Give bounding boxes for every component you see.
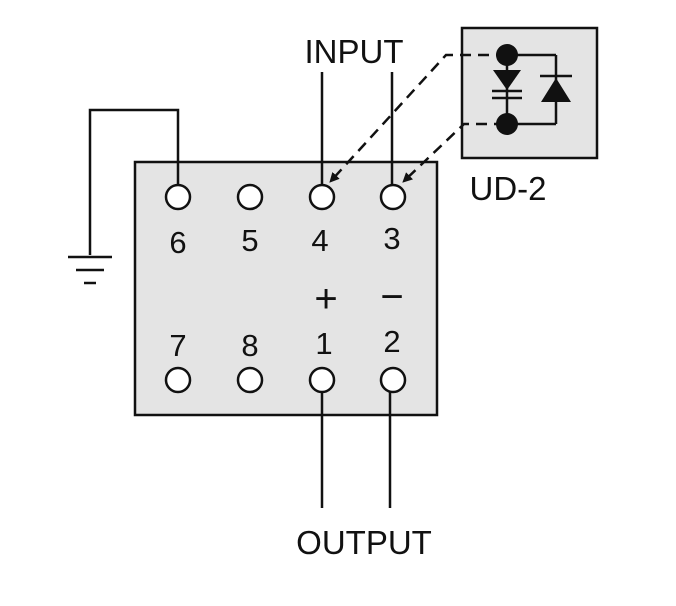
terminal-label-5: 5 xyxy=(241,223,258,258)
polarity-plus: + xyxy=(314,277,337,321)
output-label: OUTPUT xyxy=(296,524,432,561)
diode-icon xyxy=(492,44,572,135)
ud2-module-box xyxy=(460,26,599,160)
polarity-minus: − xyxy=(380,275,403,319)
ground-wire xyxy=(88,108,180,255)
terminal-label-3: 3 xyxy=(383,221,400,256)
terminal-7 xyxy=(164,366,192,394)
terminal-label-4: 4 xyxy=(311,223,328,258)
terminal-label-7: 7 xyxy=(169,328,186,363)
terminal-8 xyxy=(236,366,264,394)
terminal-label-6: 6 xyxy=(169,225,186,260)
terminal-3 xyxy=(379,183,407,211)
terminal-4 xyxy=(308,183,336,211)
dashed-connector-to-3 xyxy=(402,122,505,183)
terminal-label-8: 8 xyxy=(241,328,258,363)
input-label: INPUT xyxy=(305,33,404,70)
terminal-label-1: 1 xyxy=(315,326,332,361)
terminal-5 xyxy=(236,183,264,211)
terminal-label-2: 2 xyxy=(383,324,400,359)
dashed-connector-to-4 xyxy=(329,53,507,183)
terminal-6 xyxy=(164,183,192,211)
terminal-1 xyxy=(308,366,336,394)
ground-icon xyxy=(68,255,112,285)
module-label: UD-2 xyxy=(469,170,546,207)
terminal-2 xyxy=(379,366,407,394)
